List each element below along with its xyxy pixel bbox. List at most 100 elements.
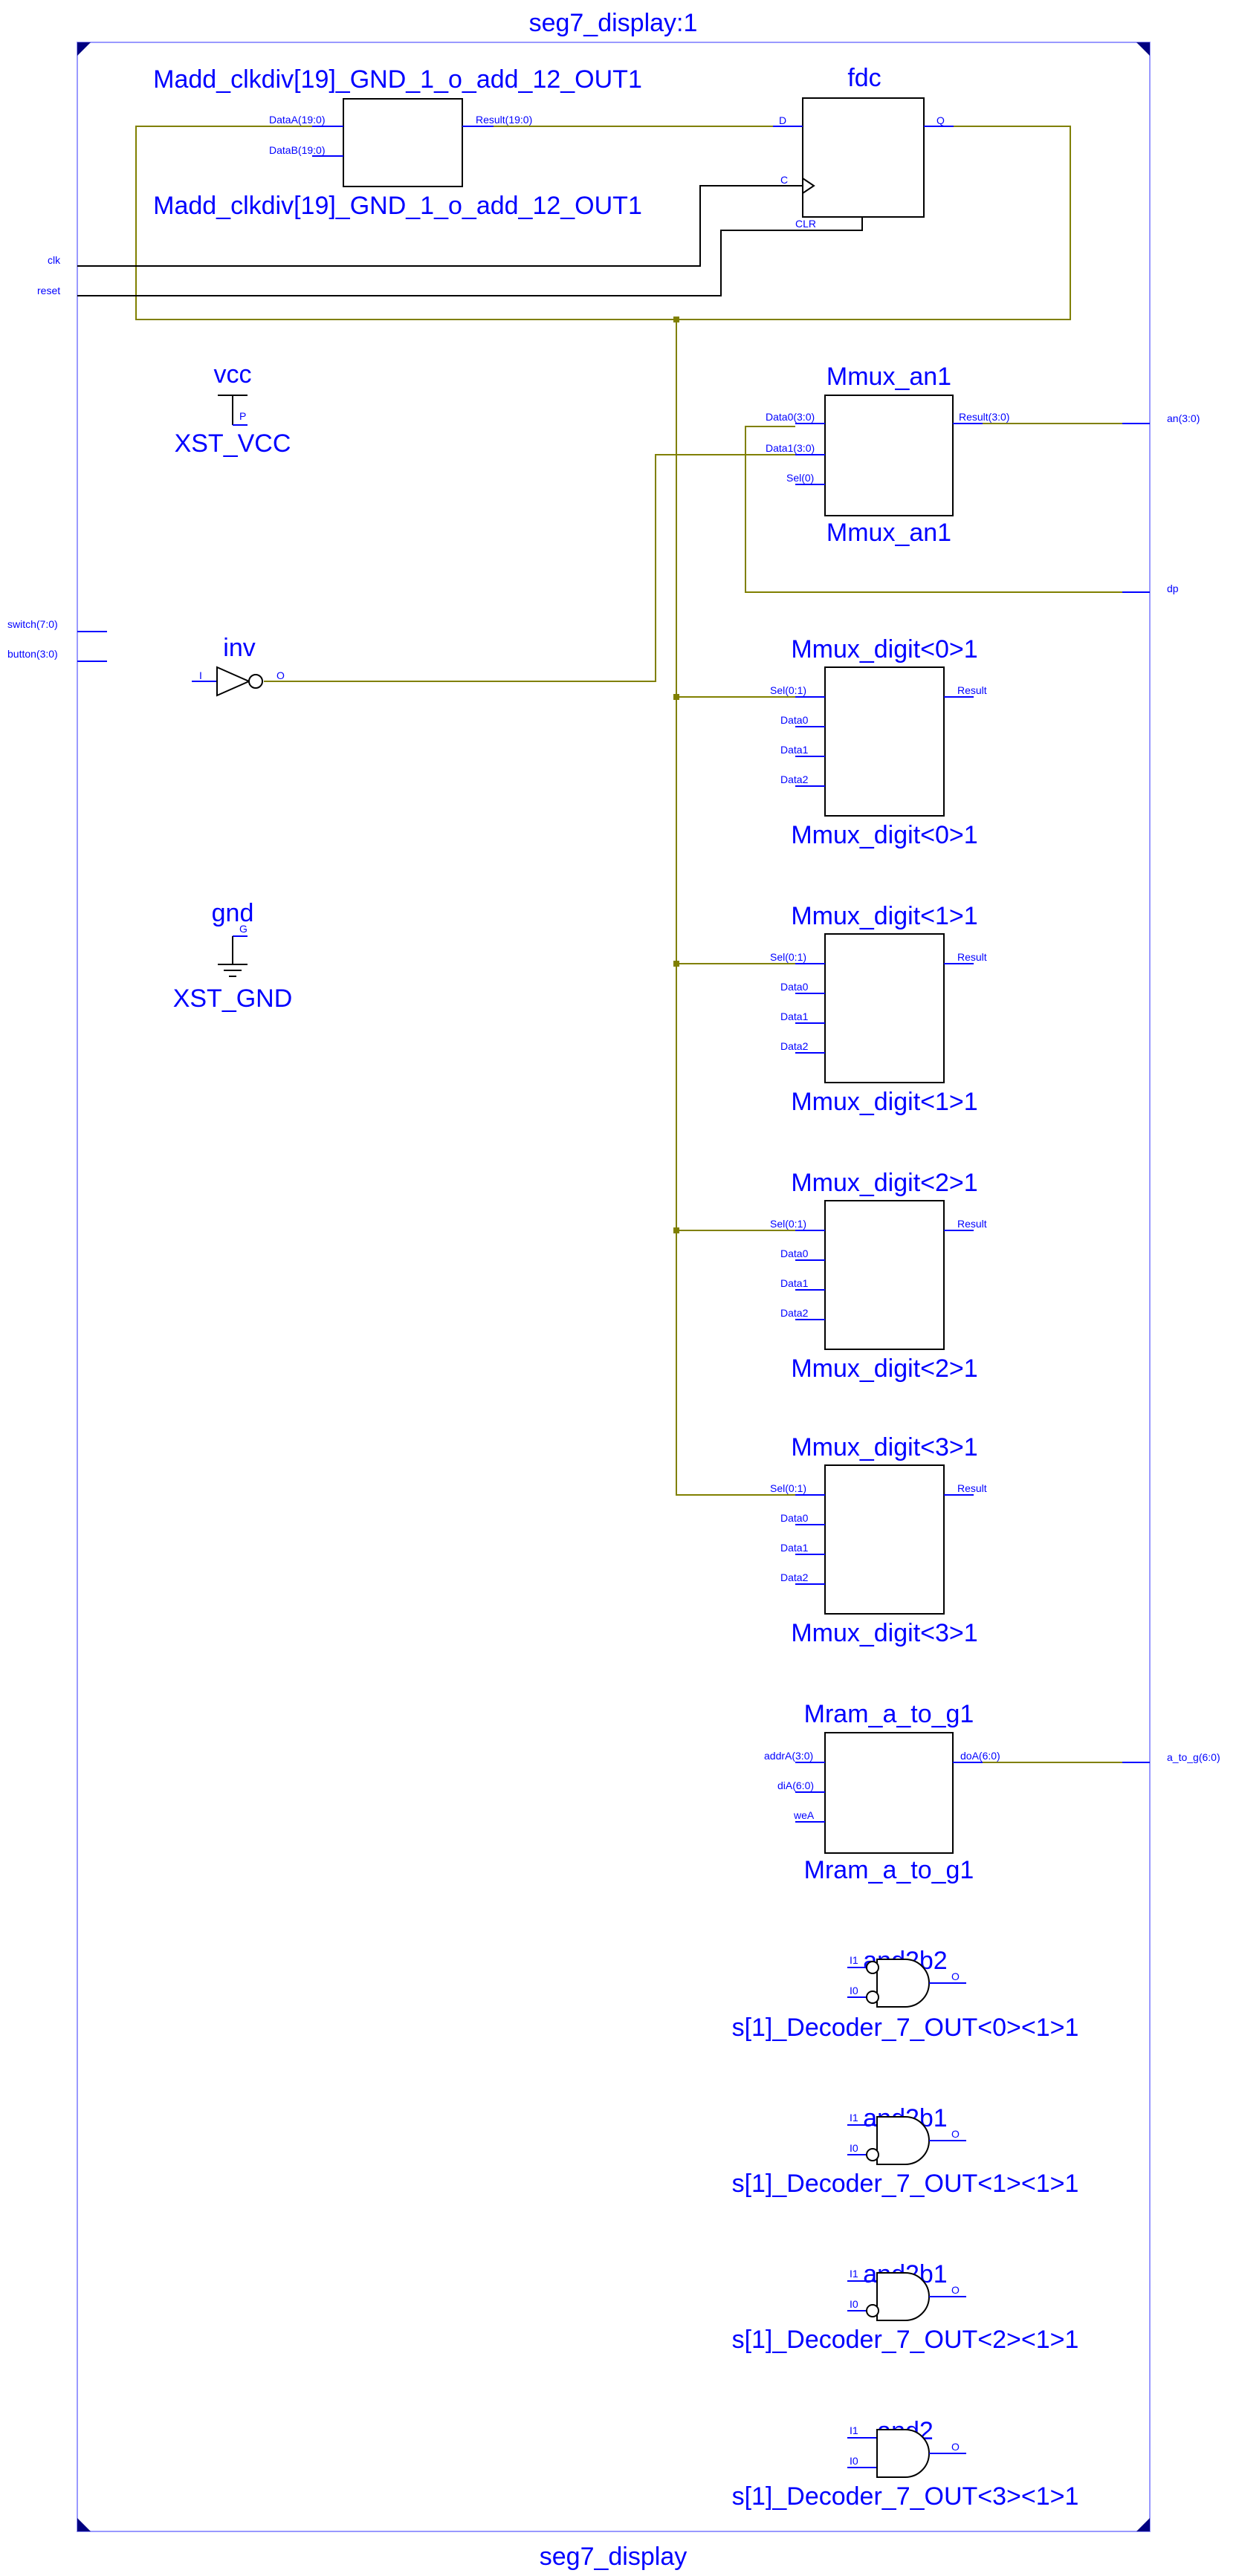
gate-0-pin-i0: I0 [850, 1985, 858, 1996]
gate-0-subtitle: s[1]_Decoder_7_OUT<0><1>1 [732, 2014, 1079, 2042]
gate-and2b2[interactable]: and2b2 I1 I0 O s[1]_Decoder_7_OUT<0><1>1 [732, 1947, 1079, 2042]
inv-pin-out: O [276, 669, 285, 681]
gate-3-subtitle: s[1]_Decoder_7_OUT<3><1>1 [732, 2482, 1079, 2511]
gate-1-pin-i1: I1 [850, 2112, 858, 2124]
gate-2-pin-o: O [951, 2284, 960, 2296]
gate-and2b1-a[interactable]: and2b1 I1 I0 O s[1]_Decoder_7_OUT<1><1>1 [732, 2104, 1079, 2198]
module-frame [77, 42, 1151, 2532]
mux-digit-0-pin-d2: Data2 [780, 773, 809, 785]
fdc-title: fdc [847, 64, 881, 92]
mux-an-title: Mmux_an1 [826, 363, 951, 391]
mux-digit-3-block[interactable]: Mmux_digit<3>1 Sel(0:1) Data0 Data1 Data… [770, 1433, 987, 1647]
mux-digit-2-block[interactable]: Mmux_digit<2>1 Sel(0:1) Data0 Data1 Data… [770, 1169, 987, 1383]
port-switch: switch(7:0) [7, 618, 58, 630]
gate-3-pin-o: O [951, 2441, 960, 2453]
fdc-pin-clr: CLR [795, 218, 816, 230]
ram-pin-di: diA(6:0) [777, 1779, 814, 1791]
mux-an-pin-sel: Sel(0) [786, 472, 814, 484]
mux-digit-3-pin-d1: Data1 [780, 1542, 809, 1554]
mux-digit-3-pin-result: Result [957, 1482, 987, 1494]
port-clk: clk [48, 254, 61, 266]
mux-digit-0-block[interactable]: Mmux_digit<0>1 Sel(0:1) Data0 Data1 Data… [770, 635, 987, 849]
adder-subtitle: Madd_clkdiv[19]_GND_1_o_add_12_OUT1 [153, 192, 642, 220]
gate-1-subtitle: s[1]_Decoder_7_OUT<1><1>1 [732, 2170, 1079, 2198]
mux-digit-1-pin-d2: Data2 [780, 1040, 809, 1052]
gate-3-pin-i1: I1 [850, 2424, 858, 2436]
gate-1-pin-o: O [951, 2128, 960, 2140]
mux-an-subtitle: Mmux_an1 [826, 519, 951, 547]
inv-title: inv [223, 634, 255, 662]
inv-pin-in: I [199, 669, 202, 681]
gnd-pin: G [239, 923, 248, 935]
ram-title: Mram_a_to_g1 [804, 1700, 974, 1728]
ram-pin-do: doA(6:0) [960, 1750, 1000, 1762]
fdc-pin-c: C [780, 174, 788, 186]
gnd-subtitle: XST_GND [173, 984, 293, 1013]
gate-1-pin-i0: I0 [850, 2142, 858, 2154]
clkdiv-net [135, 126, 1071, 320]
clk-reset-wires [77, 185, 863, 296]
mux-an-block[interactable]: Mmux_an1 Data0(3:0) Data1(3:0) Sel(0) Re… [766, 363, 1009, 547]
port-reset: reset [37, 285, 60, 296]
fdc-block[interactable]: fdc D Q C CLR [773, 64, 954, 230]
gate-2-pin-i0: I0 [850, 2298, 858, 2310]
vcc-symbol[interactable]: vcc P XST_VCC [175, 360, 291, 458]
mux-digit-0-pin-result: Result [957, 684, 987, 696]
mux-digit-0-subtitle: Mmux_digit<0>1 [791, 821, 977, 849]
left-ports: clk reset switch(7:0) button(3:0) [7, 254, 107, 662]
mux-digit-0-title: Mmux_digit<0>1 [791, 635, 977, 664]
mux-an-pin-result: Result(3:0) [959, 411, 1009, 423]
vcc-pin: P [239, 410, 246, 422]
port-a-to-g: a_to_g(6:0) [1167, 1751, 1220, 1763]
fdc-pin-q: Q [936, 114, 945, 126]
mux-digit-1-block[interactable]: Mmux_digit<1>1 Sel(0:1) Data0 Data1 Data… [770, 902, 987, 1116]
adder-title: Madd_clkdiv[19]_GND_1_o_add_12_OUT1 [153, 65, 642, 94]
adder-block[interactable]: Madd_clkdiv[19]_GND_1_o_add_12_OUT1 Data… [153, 65, 642, 220]
mux-digit-2-pin-sel: Sel(0:1) [770, 1218, 806, 1230]
ram-pin-we: weA [793, 1809, 815, 1821]
mux-digit-1-pin-sel: Sel(0:1) [770, 951, 806, 963]
mux-digit-0-pin-d1: Data1 [780, 744, 809, 756]
select-bus [673, 317, 795, 1496]
mux-digit-2-pin-d1: Data1 [780, 1277, 809, 1289]
mux-digit-2-subtitle: Mmux_digit<2>1 [791, 1354, 977, 1383]
mux-an-pin-d1: Data1(3:0) [766, 442, 815, 454]
ram-block[interactable]: Mram_a_to_g1 addrA(3:0) diA(6:0) weA doA… [764, 1700, 1000, 1884]
gate-and2[interactable]: and2 I1 I0 O s[1]_Decoder_7_OUT<3><1>1 [732, 2417, 1079, 2511]
mux-digit-2-title: Mmux_digit<2>1 [791, 1169, 977, 1197]
gate-2-pin-i1: I1 [850, 2268, 858, 2280]
gate-and2b1-b[interactable]: and2b1 I1 I0 O s[1]_Decoder_7_OUT<2><1>1 [732, 2260, 1079, 2354]
fdc-pin-d: D [779, 114, 786, 126]
mux-digit-0-pin-d0: Data0 [780, 714, 809, 726]
mux-digit-3-pin-d2: Data2 [780, 1571, 809, 1583]
mux-digit-1-pin-d0: Data0 [780, 981, 809, 993]
vcc-title: vcc [214, 360, 252, 389]
module-instance-title: seg7_display:1 [529, 9, 698, 37]
inverter-block[interactable]: inv I O [192, 634, 285, 697]
mux-digit-3-title: Mmux_digit<3>1 [791, 1433, 977, 1461]
port-button: button(3:0) [7, 648, 58, 660]
gnd-title: gnd [212, 899, 254, 927]
mux-digit-1-title: Mmux_digit<1>1 [791, 902, 977, 930]
mux-digit-1-pin-d1: Data1 [780, 1010, 809, 1022]
mux-digit-3-subtitle: Mmux_digit<3>1 [791, 1619, 977, 1647]
adder-pin-result: Result(19:0) [476, 114, 532, 126]
port-dp: dp [1167, 583, 1179, 594]
vcc-subtitle: XST_VCC [175, 429, 291, 458]
gate-2-subtitle: s[1]_Decoder_7_OUT<2><1>1 [732, 2326, 1079, 2354]
gate-3-pin-i0: I0 [850, 2455, 858, 2467]
gate-0-pin-i1: I1 [850, 1954, 858, 1966]
gate-0-pin-o: O [951, 1970, 960, 1982]
mux-digit-1-subtitle: Mmux_digit<1>1 [791, 1088, 977, 1116]
mux-digit-2-pin-result: Result [957, 1218, 987, 1230]
mux-an-pin-d0: Data0(3:0) [766, 411, 815, 423]
mux-digit-2-pin-d0: Data0 [780, 1248, 809, 1259]
module-name: seg7_display [540, 2543, 687, 2571]
gnd-symbol[interactable]: gnd G XST_GND [173, 899, 293, 1013]
ram-subtitle: Mram_a_to_g1 [804, 1856, 974, 1884]
adder-pin-b: DataB(19:0) [269, 144, 325, 156]
ram-pin-addr: addrA(3:0) [764, 1750, 813, 1762]
mux-digit-1-pin-result: Result [957, 951, 987, 963]
mux-digit-3-pin-d0: Data0 [780, 1512, 809, 1524]
